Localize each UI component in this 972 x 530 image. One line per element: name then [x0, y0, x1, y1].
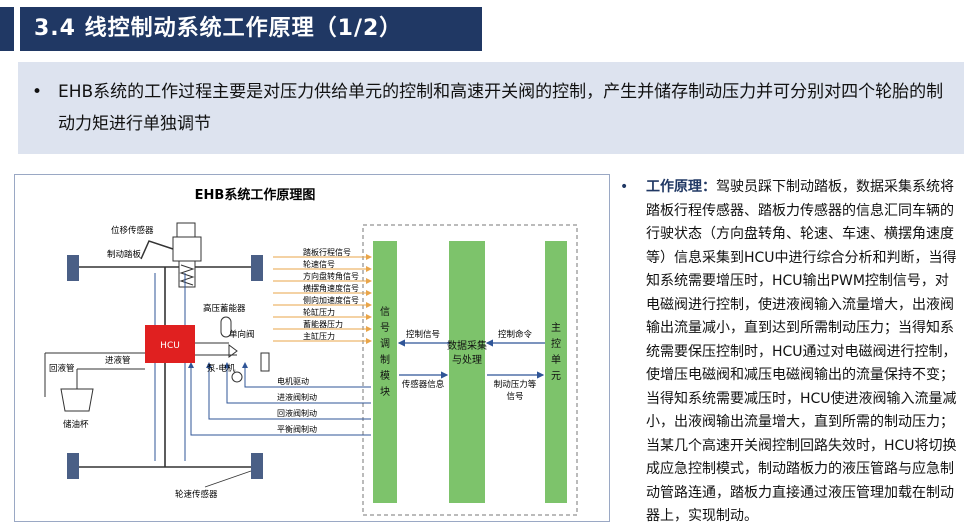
label-control-cmd: 控制命令: [498, 329, 533, 340]
explanation-heading: 工作原理：: [646, 179, 716, 195]
hcu-wheel-lines: [154, 273, 186, 461]
hcu-label: HCU: [160, 341, 180, 351]
input-signal-label: 蓄能器压力: [303, 319, 343, 329]
main-control-label: 主控单元: [551, 322, 561, 382]
brake-pedal-icon: [140, 240, 174, 260]
signal-module-block: [373, 241, 397, 503]
diagram-title: EHB系统工作原理图: [195, 187, 316, 203]
title-bar: 3.4 线控制动系统工作原理（1/2）: [0, 7, 490, 51]
main-control-block: [545, 241, 567, 503]
input-signal-label: 侧向加速度信号: [303, 295, 359, 305]
ehb-diagram: EHB系统工作原理图 信号调制模块 数据采集与处理 主控单元 控制信号 传感器信…: [14, 174, 610, 522]
control-line: [224, 362, 371, 404]
label-inlet-pipe: 进液管: [105, 355, 131, 366]
wheel-front-right: [251, 255, 263, 281]
control-line: [188, 362, 371, 436]
diagram-canvas: EHB系统工作原理图 信号调制模块 数据采集与处理 主控单元 控制信号 传感器信…: [44, 187, 578, 516]
control-line-label: 进液阀制动: [277, 392, 317, 402]
input-signal-group: 踏板行程信号轮速信号方向盘转角信号横摆角速度信号侧向加速度信号轮缸压力蓄能器压力…: [273, 247, 372, 344]
summary-box: • EHB系统的工作过程主要是对压力供给单元的控制和高速开关阀的控制，产生并储存…: [18, 62, 964, 154]
control-line: [206, 362, 371, 420]
summary-text: EHB系统的工作过程主要是对压力供给单元的控制和高速开关阀的控制，产生并储存制动…: [58, 82, 944, 134]
accumulator-icon: [220, 316, 232, 338]
wheel-rear-right: [251, 453, 263, 479]
control-line: [242, 362, 371, 388]
label-pressure-signal: 制动压力等信号: [494, 379, 537, 402]
label-sensor-info: 传感器信息: [402, 379, 445, 390]
explanation-panel: • 工作原理：驾驶员踩下制动踏板，数据采集系统将踏板行程传感器、踏板力传感器的信…: [620, 176, 960, 529]
label-brake-pedal: 制动踏板: [107, 249, 142, 260]
label-control-signal: 控制信号: [406, 329, 440, 340]
title-accent: [0, 7, 14, 51]
pump-motor-icon: [231, 371, 243, 383]
summary-bullet: •: [32, 82, 43, 102]
master-cylinder: [172, 236, 202, 262]
signal-module-label: 信号调制模块: [380, 306, 390, 398]
processing-label: 数据采集与处理: [447, 339, 487, 366]
wheel-front-left: [67, 255, 79, 281]
controller-frame: [362, 224, 578, 516]
brake-pipes: [79, 266, 251, 468]
reservoir-top: [176, 222, 196, 238]
input-signal-label: 横摆角速度信号: [303, 283, 359, 293]
wheel-rear-left: [67, 453, 79, 479]
input-signal-label: 轮速信号: [303, 259, 335, 269]
label-accumulator: 高压蓄能器: [203, 303, 246, 314]
explanation-text: 驾驶员踩下制动踏板，数据采集系统将踏板行程传感器、踏板力传感器的信息汇同车辆的行…: [646, 179, 957, 524]
control-line-label: 平衡阀制动: [277, 424, 317, 434]
label-return-pipe: 回液管: [49, 363, 75, 374]
label-pump-motor: 泵-电机: [207, 363, 236, 374]
explanation-bullet: •: [620, 179, 629, 195]
label-reservoir: 储油杯: [63, 419, 89, 430]
control-line-label: 回液阀制动: [277, 408, 317, 418]
hcu-block: [145, 325, 195, 363]
reservoir-cup: [60, 388, 94, 412]
check-valve-icon: [228, 344, 238, 358]
input-signal-label: 主缸压力: [303, 331, 335, 341]
processing-block: [449, 241, 485, 503]
explanation-body: 工作原理：驾驶员踩下制动踏板，数据采集系统将踏板行程传感器、踏板力传感器的信息汇…: [620, 176, 960, 529]
label-displacement-sensor: 位移传感器: [111, 225, 154, 236]
label-wheel-speed-sensor: 轮速传感器: [175, 489, 218, 500]
input-signal-label: 踏板行程信号: [303, 247, 351, 257]
control-line-label: 电机驱动: [277, 376, 309, 386]
label-check-valve: 单向阀: [229, 329, 255, 340]
page-title: 3.4 线控制动系统工作原理（1/2）: [20, 7, 482, 51]
motor-body: [260, 352, 270, 372]
input-signal-label: 轮缸压力: [303, 307, 335, 317]
input-signal-label: 方向盘转角信号: [303, 271, 359, 281]
